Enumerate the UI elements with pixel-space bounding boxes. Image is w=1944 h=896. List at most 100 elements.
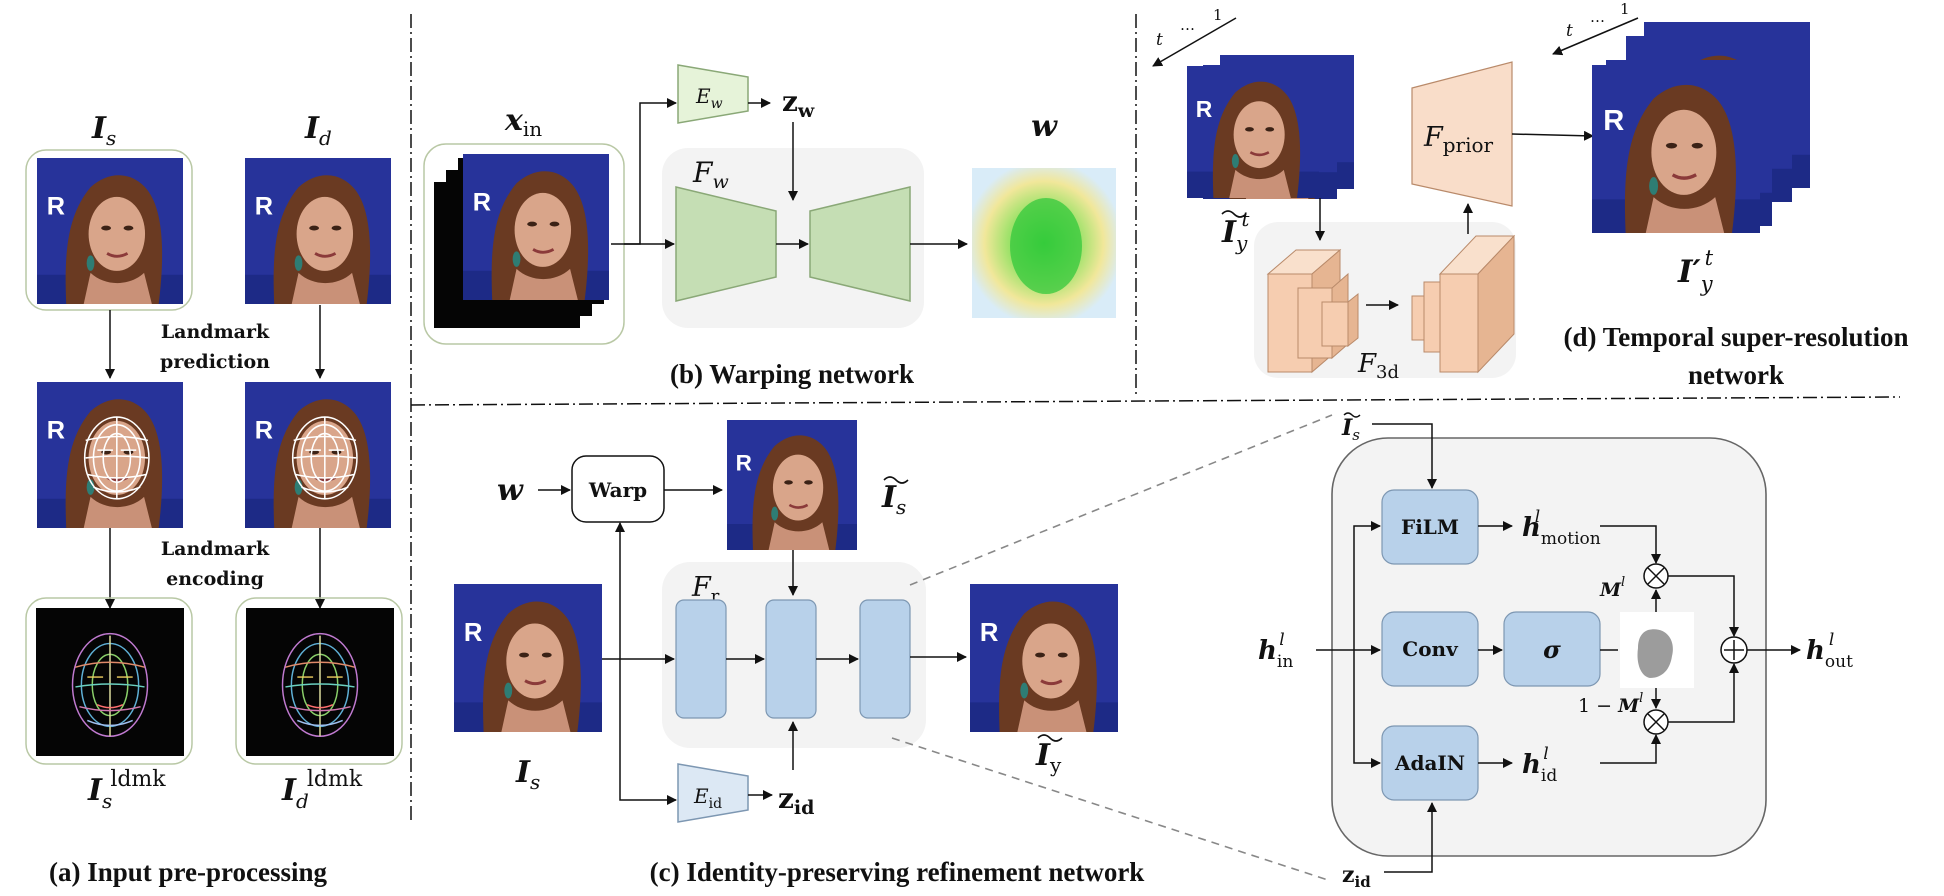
label-t-right: t — [1566, 21, 1573, 41]
warp-decoder — [809, 186, 911, 302]
sigma-label: σ — [1543, 635, 1561, 664]
caption-b: (b) Warping network — [670, 359, 914, 389]
lr-frame-front — [1186, 66, 1320, 198]
multiply-bottom-sign — [1647, 713, 1665, 731]
label-zid-c: zid — [778, 782, 814, 819]
add-sign — [1724, 640, 1744, 660]
caption-a: (a) Input pre-processing — [49, 857, 328, 887]
mask-shape — [1637, 629, 1673, 678]
label-zw: zw — [782, 85, 815, 122]
warp-label: Warp — [588, 478, 647, 502]
arrow-mult-top-add — [1668, 575, 1739, 637]
label-dots-right: … — [1590, 8, 1605, 26]
label-1-right: 1 — [1620, 0, 1630, 18]
F3d-decoder — [1411, 234, 1516, 374]
label-tilde-Is: Is — [881, 480, 906, 519]
time-arrow-right — [1552, 17, 1639, 56]
film-block — [1381, 489, 1479, 565]
input-face-image — [462, 154, 610, 300]
arrow-hid-mult — [1600, 734, 1661, 764]
label-tilde-Iy: Iy — [1035, 738, 1062, 777]
warped-face-image — [726, 420, 858, 550]
label-h-out: houtl — [1806, 630, 1853, 672]
driving-landmark-face-image — [244, 382, 392, 528]
label-h-in: hinl — [1258, 630, 1293, 672]
tilde-Is — [883, 476, 909, 484]
caption-d-line1: (d) Temporal super-resolution — [1563, 322, 1908, 352]
landmark-encoding-label-2: encoding — [166, 568, 264, 590]
driving-ldmk-frame — [235, 597, 403, 765]
driving-face-image — [244, 158, 392, 304]
adain-label: AdaIN — [1394, 751, 1465, 775]
label-h-id: hidl — [1522, 744, 1557, 786]
label-h-motion: hmotionl — [1522, 507, 1601, 549]
separator-lines — [410, 14, 1901, 822]
label-Ew: Ew — [695, 84, 723, 112]
arrow-Is-Eid — [619, 659, 677, 805]
refine-block-2 — [765, 599, 817, 719]
label-Fr: Fr — [691, 572, 720, 607]
panel-c: w Warp Is Fr Is Iy Eid zid (c) Identity-… — [454, 420, 1144, 887]
arrow-Is-film — [1372, 423, 1437, 489]
block-detail: Is FiLM Conv σ AdaIN hinl hmotionl hidl … — [891, 412, 1853, 891]
tilde-Iy — [1037, 734, 1063, 742]
caption-c: (c) Identity-preserving refinement netwo… — [650, 857, 1145, 887]
label-Is-c: Is — [515, 755, 540, 794]
label-Id: Id — [304, 111, 332, 150]
output-face-image — [970, 584, 1118, 732]
hr-frame-front — [1592, 63, 1760, 235]
arrow-hin-adain — [1353, 650, 1381, 768]
label-Is: Is — [91, 111, 116, 150]
refine-block-3 — [859, 599, 911, 719]
panel-b: xin Fw Ew zw w (b) Warping network — [423, 64, 1116, 389]
zoom-line-top — [909, 414, 1333, 586]
Fprior-block — [1411, 61, 1513, 207]
source-landmark-face-image — [36, 382, 184, 528]
label-Id-ldmk: Idldmk — [281, 767, 363, 813]
label-w-c: w — [497, 473, 524, 508]
source-ldmk-frame — [25, 597, 193, 765]
label-1-left: 1 — [1213, 6, 1223, 24]
label-Ml: Ml — [1599, 575, 1625, 601]
arrow-mult-bottom-add — [1668, 663, 1739, 723]
arrow-zid-adain — [1384, 802, 1437, 873]
landmark-prediction-label-1: Landmark — [161, 321, 270, 343]
sigma-block — [1503, 611, 1601, 687]
time-arrow-left — [1152, 17, 1237, 67]
panel-a: Is Id Landmark prediction Landmark encod… — [25, 111, 403, 887]
label-Fw: Fw — [692, 156, 729, 193]
landmark-prediction-label-2: prediction — [160, 351, 270, 373]
arrow-hmotion-mult — [1600, 525, 1661, 564]
Eid-encoder — [677, 763, 749, 823]
source-face-image — [36, 158, 184, 304]
flow-field-face — [1010, 198, 1082, 294]
label-Iprime-yt: I′yt — [1677, 246, 1714, 296]
label-one-minus-Ml: 1 − Ml — [1578, 691, 1643, 717]
conv-block — [1381, 611, 1479, 687]
panel-d: t … 1 Iyt F3d Fprior — [1152, 0, 1909, 390]
label-w: w — [1031, 109, 1058, 144]
landmark-encoding-label-1: Landmark — [161, 538, 270, 560]
zoom-line-bottom — [891, 737, 1329, 881]
warp-encoder — [675, 186, 777, 302]
film-label: FiLM — [1401, 515, 1459, 539]
source-face-c — [454, 584, 602, 732]
label-Iyt: Iyt — [1221, 207, 1250, 255]
F3d-encoder — [1266, 248, 1359, 374]
source-ldmk-map — [36, 608, 184, 756]
label-Is-ldmk: Isldmk — [87, 767, 166, 813]
label-t-left: t — [1156, 30, 1163, 50]
label-Fprior: Fprior — [1423, 122, 1494, 157]
caption-d-line2: network — [1688, 360, 1784, 390]
Ew-encoder — [677, 64, 749, 124]
tilde-Is-detail — [1343, 412, 1361, 418]
multiply-top-sign — [1647, 567, 1665, 585]
refine-block-1 — [675, 599, 727, 719]
driving-ldmk-map — [246, 608, 394, 756]
label-tilde-Is-detail: Is — [1341, 415, 1360, 444]
conv-label: Conv — [1402, 637, 1459, 661]
label-dots-left: … — [1180, 16, 1195, 34]
arrow-hin-film — [1353, 521, 1381, 650]
label-F3d: F3d — [1357, 349, 1399, 383]
